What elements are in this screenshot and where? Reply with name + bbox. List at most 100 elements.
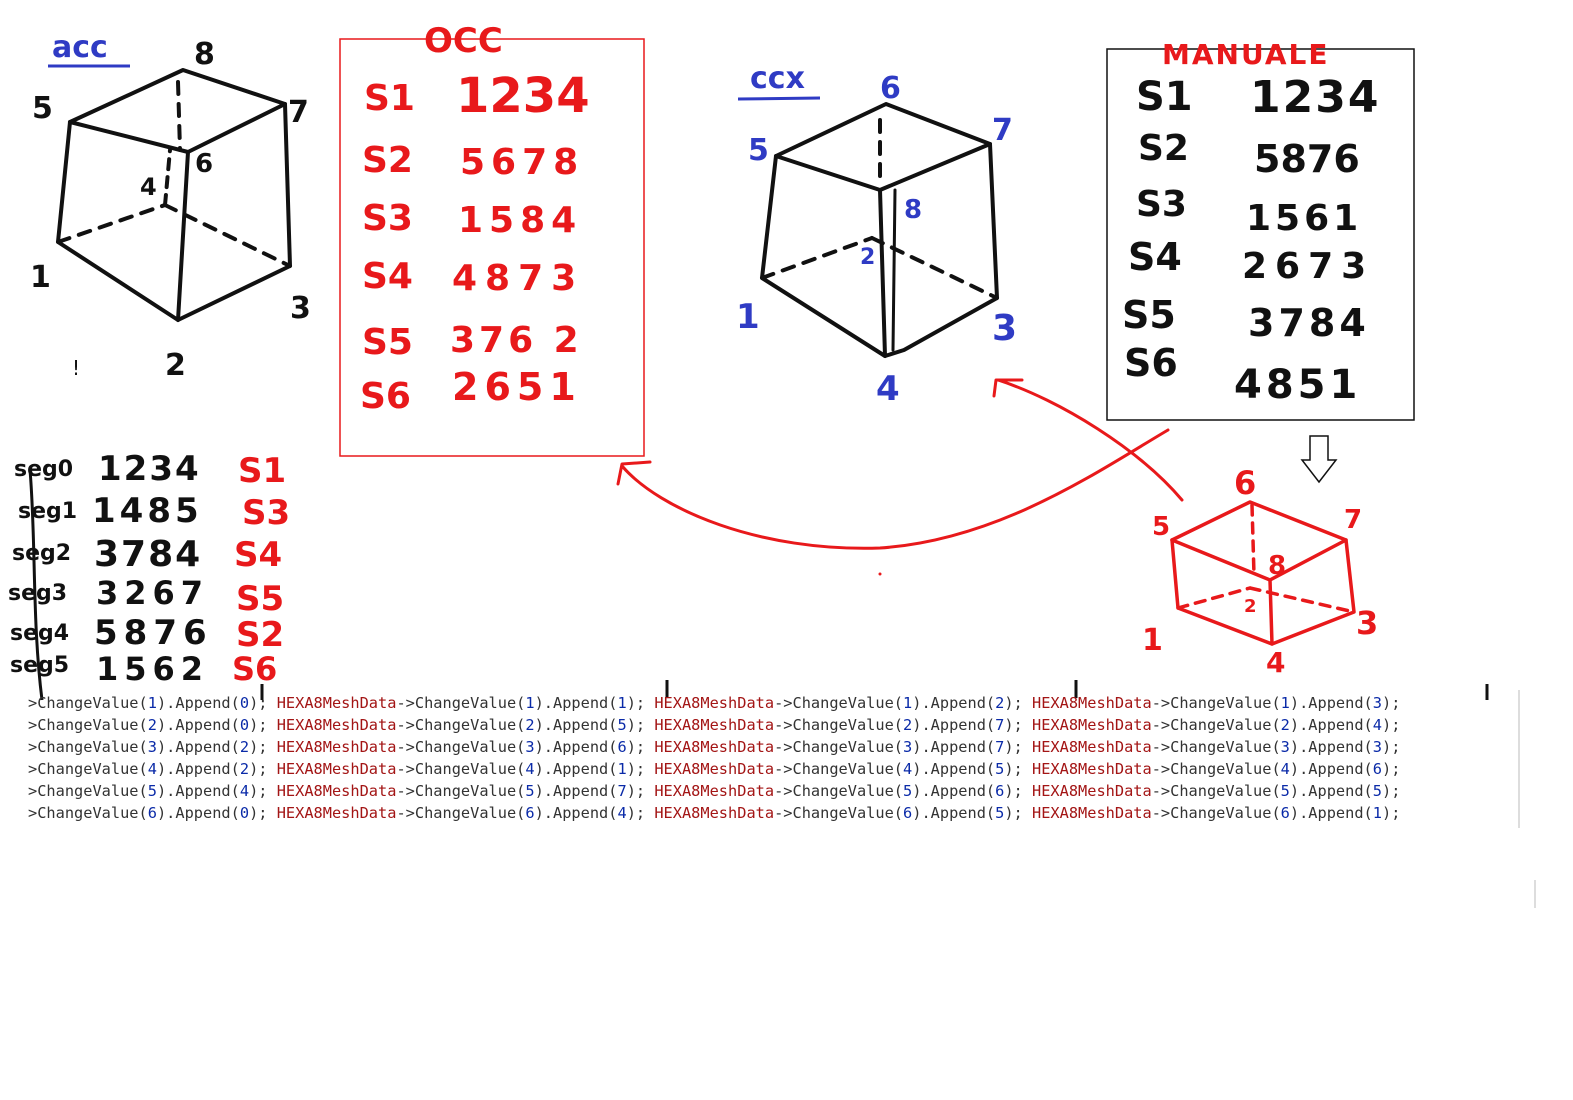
code-object: HEXA8MeshData — [654, 782, 775, 800]
seg-row-s: S3 — [242, 493, 290, 533]
code-token: >ChangeValue( — [28, 738, 148, 756]
acc-cube — [56, 68, 292, 322]
code-token: ).Append( — [156, 694, 240, 712]
code-token: ).Append( — [1289, 694, 1373, 712]
seg-row-s: S5 — [236, 579, 284, 619]
code-token: ->ChangeValue( — [774, 738, 904, 756]
ccx-title: ccx — [750, 61, 805, 96]
red-cube-node-6: 6 — [1234, 464, 1256, 502]
code-token: ); — [1381, 694, 1401, 712]
arrow-to-ccx-head — [992, 378, 1024, 398]
acc-node-3: 3 — [290, 291, 311, 326]
code-token: ); — [626, 760, 655, 778]
pen-marks — [260, 680, 1489, 700]
code-token: ).Append( — [534, 760, 618, 778]
red-cube — [1170, 500, 1356, 646]
code-index: 4 — [1280, 760, 1290, 778]
code-index: 2 — [525, 716, 535, 734]
occ-row-label: S6 — [360, 376, 411, 417]
occ-row-values: 1584 — [458, 200, 582, 241]
red-cube-node-5: 5 — [1152, 512, 1170, 542]
code-index: 4 — [903, 760, 913, 778]
code-token: ); — [1004, 782, 1032, 800]
code-line: >ChangeValue(2).Append(0); HEXA8MeshData… — [28, 714, 1518, 736]
code-index: 5 — [525, 782, 535, 800]
code-value: 6 — [617, 738, 627, 756]
code-token: ).Append( — [912, 804, 996, 822]
occ-rows: S1 1234 S2 5678 S3 1584 S4 4873 S5 376 2… — [360, 68, 590, 417]
manuale-box — [1106, 48, 1415, 421]
code-token: ).Append( — [912, 716, 996, 734]
seg-bracket — [28, 469, 44, 701]
manuale-rows: S1 1234 S2 5876 S3 1561 S4 2673 S5 3784 … — [1122, 72, 1378, 408]
code-token: ); — [1381, 738, 1401, 756]
occ-row-label: S5 — [362, 322, 413, 363]
code-token: ->ChangeValue( — [1151, 782, 1281, 800]
code-token: ->ChangeValue( — [1151, 738, 1281, 756]
code-value: 4 — [239, 782, 250, 800]
arrow-to-occ-head — [616, 460, 652, 486]
code-object: HEXA8MeshData — [1031, 716, 1152, 734]
code-token: ).Append( — [534, 782, 618, 800]
ccx-node-7: 7 — [992, 113, 1013, 148]
code-token: ); — [1381, 804, 1401, 822]
code-index: 4 — [525, 760, 535, 778]
code-object: HEXA8MeshData — [654, 738, 775, 756]
manuale-row-label: S6 — [1124, 341, 1178, 385]
code-index: 3 — [1280, 738, 1290, 756]
code-token: ); — [626, 782, 655, 800]
red-cube-node-4: 4 — [1266, 646, 1285, 679]
code-token: ->ChangeValue( — [396, 716, 526, 734]
ccx-node-6: 6 — [880, 71, 901, 106]
code-index: 6 — [1280, 804, 1290, 822]
code-object: HEXA8MeshData — [654, 694, 775, 712]
code-value: 3 — [1372, 738, 1382, 756]
code-token: ->ChangeValue( — [774, 782, 904, 800]
ccx-cube — [760, 102, 999, 358]
code-token: >ChangeValue( — [28, 694, 148, 712]
seg-row-s: S4 — [234, 535, 282, 575]
code-token: ->ChangeValue( — [774, 716, 904, 734]
acc-title: acc — [52, 30, 108, 65]
ccx-node-4: 4 — [876, 369, 900, 409]
code-token: ).Append( — [156, 804, 240, 822]
code-token: ).Append( — [1289, 804, 1373, 822]
acc-node-2: 2 — [165, 348, 186, 383]
code-value: 4 — [617, 804, 627, 822]
code-object: HEXA8MeshData — [654, 804, 775, 822]
code-object: HEXA8MeshData — [1031, 760, 1152, 778]
occ-row-label: S2 — [362, 140, 413, 181]
seg-row-values: 1485 — [92, 491, 203, 531]
code-object: HEXA8MeshData — [276, 760, 397, 778]
acc-node-1: 1 — [30, 260, 51, 295]
manuale-row-label: S2 — [1138, 128, 1189, 169]
code-token: ).Append( — [1289, 716, 1373, 734]
code-index: 1 — [903, 694, 913, 712]
manuale-row-values: 1561 — [1246, 198, 1362, 239]
code-object: HEXA8MeshData — [654, 760, 775, 778]
code-value: 1 — [1372, 804, 1382, 822]
code-value: 5 — [995, 804, 1005, 822]
code-value: 3 — [1372, 694, 1382, 712]
manuale-title: MANUALE — [1162, 38, 1329, 71]
code-token: ->ChangeValue( — [1151, 804, 1281, 822]
occ-box — [339, 38, 645, 457]
code-token: ); — [1381, 716, 1401, 734]
seg-row-values: 1562 — [96, 650, 209, 688]
red-cube-node-2: 2 — [1244, 596, 1257, 617]
code-object: HEXA8MeshData — [1031, 738, 1152, 756]
code-token: ->ChangeValue( — [396, 760, 526, 778]
code-token: ).Append( — [156, 782, 240, 800]
manuale-row-label: S4 — [1128, 235, 1182, 279]
seg-row-label: seg3 — [8, 581, 67, 606]
acc-node-8: 8 — [194, 37, 215, 72]
code-value: 7 — [995, 738, 1005, 756]
code-value: 7 — [617, 782, 627, 800]
code-index: 2 — [903, 716, 913, 734]
seg-row-values: 3267 — [96, 574, 209, 612]
seg-row-label: seg1 — [18, 499, 77, 524]
red-cube-node-1: 1 — [1142, 623, 1163, 658]
code-token: ).Append( — [1289, 738, 1373, 756]
manuale-row-label: S1 — [1136, 74, 1193, 120]
code-index: 3 — [903, 738, 913, 756]
